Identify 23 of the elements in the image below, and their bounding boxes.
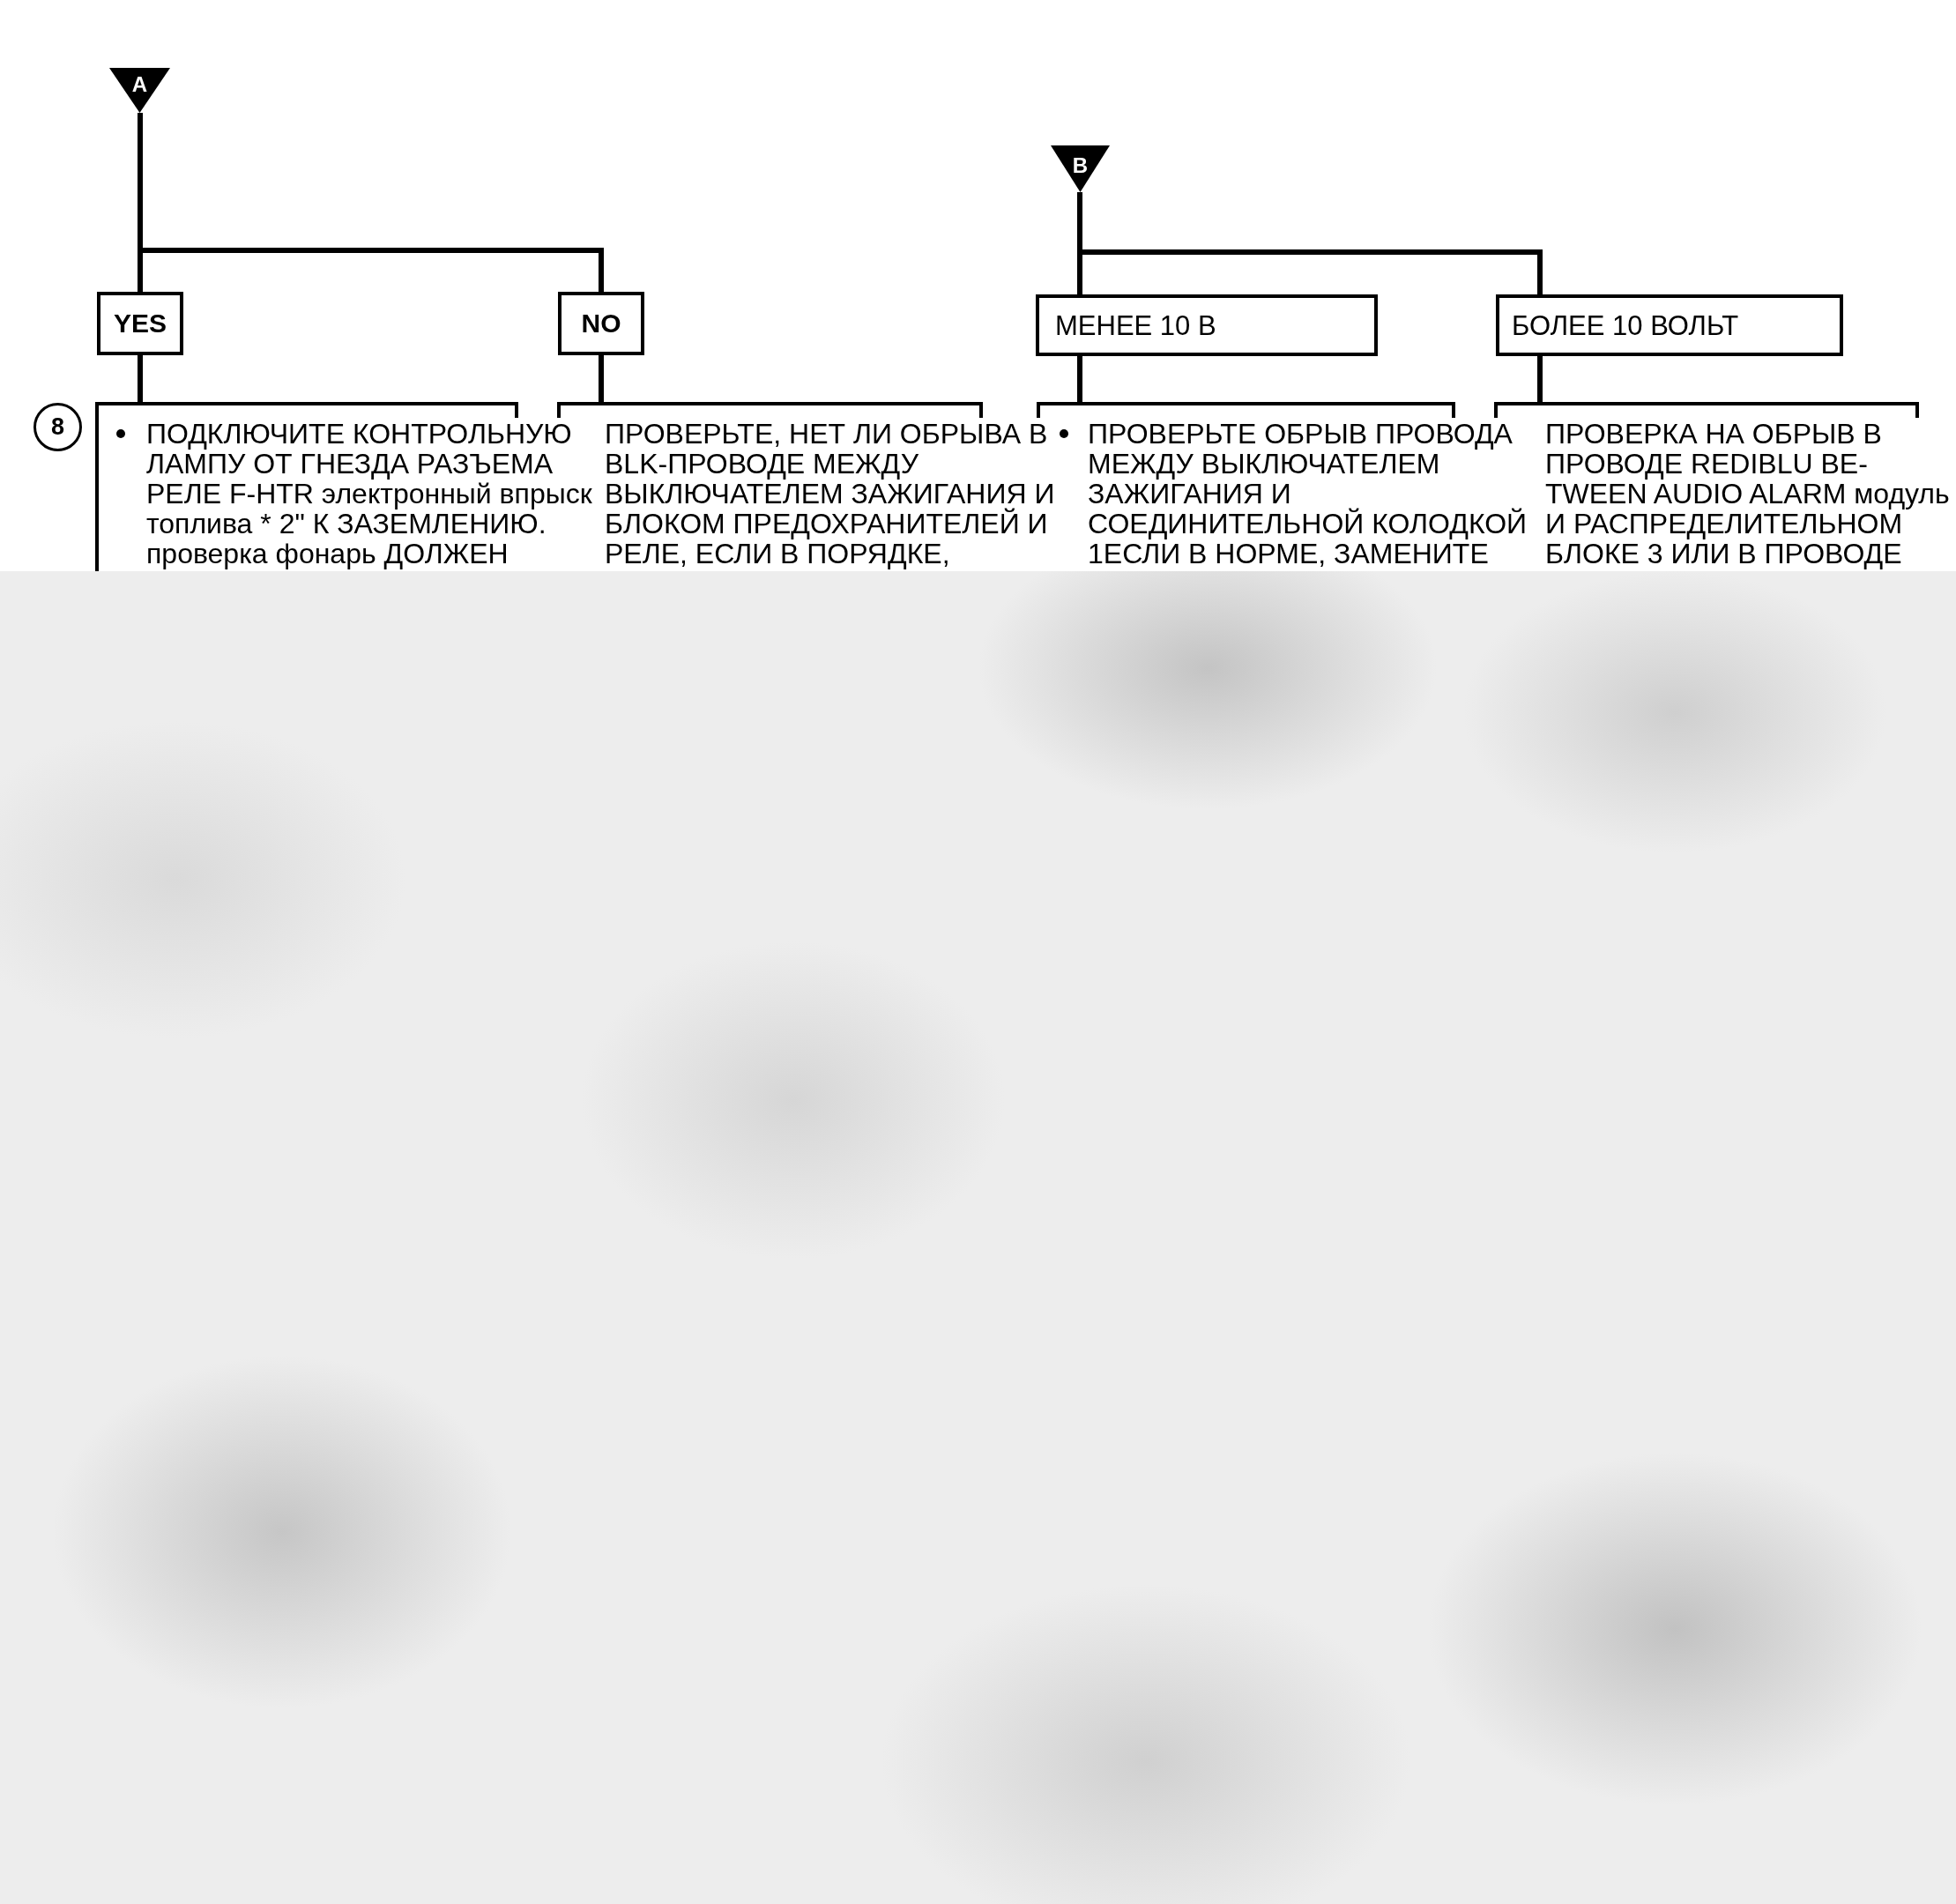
branch-box [558, 292, 644, 355]
instruction-text: ПРОВЕРКА НА ОБРЫВ В ПРОВОДЕ REDIBLU BE- TWEEN AUDIO ALARM модуль И РАСПРЕДЕЛИТЕЛЬНОМ БЛОКЕ 3 ИЛИ В ПРОВОДЕ [1545, 419, 1951, 569]
connector-line [1537, 356, 1543, 402]
connector-letter: B [1072, 155, 1089, 176]
connector-line [1077, 356, 1082, 402]
branch-label: БОЛЕЕ 10 ВОЛЬТ [1512, 311, 1739, 339]
connector-triangle [1051, 145, 1110, 192]
connector-letter: A [131, 74, 148, 95]
instruction-text: ПРОВЕРЬТЕ, НЕТ ЛИ ОБРЫВА В BLK-ПРОВОДЕ МЕЖДУ ВЫКЛЮЧАТЕЛЕМ ЗАЖИГАНИЯ И БЛОКОМ ПРЕДОХРАНИТЕЛЕЙ И РЕЛЕ, ЕСЛИ В ПОРЯДКЕ, [605, 419, 1056, 569]
connector-line [138, 355, 143, 402]
step-circle [33, 403, 82, 451]
branch-box [1036, 294, 1378, 356]
connector-line [599, 355, 604, 402]
instruction-text: ПРОВЕРЬТЕ ОБРЫВ ПРОВОДА МЕЖДУ ВЫКЛЮЧАТЕЛЕМ ЗАЖИГАНИЯ И СОЕДИНИТЕЛЬНОЙ КОЛОДКОЙ 1ЕСЛИ В НОРМЕ, ЗАМЕНИТЕ [1088, 419, 1528, 569]
instruction-text: ПОДКЛЮЧИТЕ КОНТРОЛЬНУЮ ЛАМПУ ОТ ГНЕЗДА РАЗЪЕМА РЕЛЕ F-HTR электронный впрыск топлива * 2" К ЗАЗЕМЛЕНИЮ. проверка фонарь ДОЛЖЕН [146, 419, 593, 569]
branch-label: NO [581, 310, 621, 337]
branch-box [1496, 294, 1843, 356]
connector-line [1077, 192, 1543, 294]
branch-label: YES [114, 310, 167, 337]
connector-triangle [109, 68, 170, 113]
step-number: 8 [51, 415, 64, 439]
branch-box [97, 292, 183, 355]
branch-label: МЕНЕЕ 10 В [1055, 311, 1216, 339]
